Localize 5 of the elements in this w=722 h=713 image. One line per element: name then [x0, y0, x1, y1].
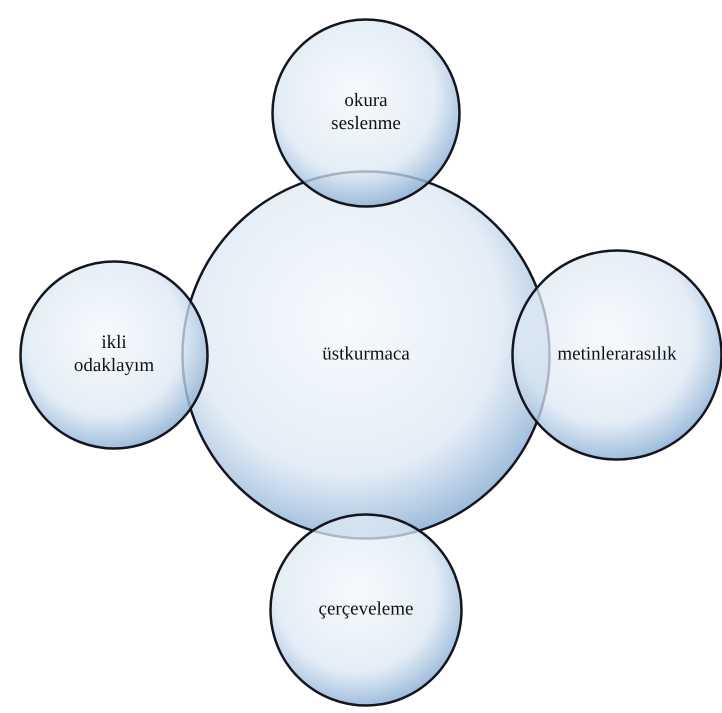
node-label: çerçeveleme	[318, 598, 414, 622]
node-label: okura seslenme	[330, 90, 402, 136]
node-label: ikli odaklayım	[72, 332, 156, 378]
node-label: metinlerarasılık	[556, 344, 678, 366]
node-label: üstkurmaca	[321, 344, 411, 366]
